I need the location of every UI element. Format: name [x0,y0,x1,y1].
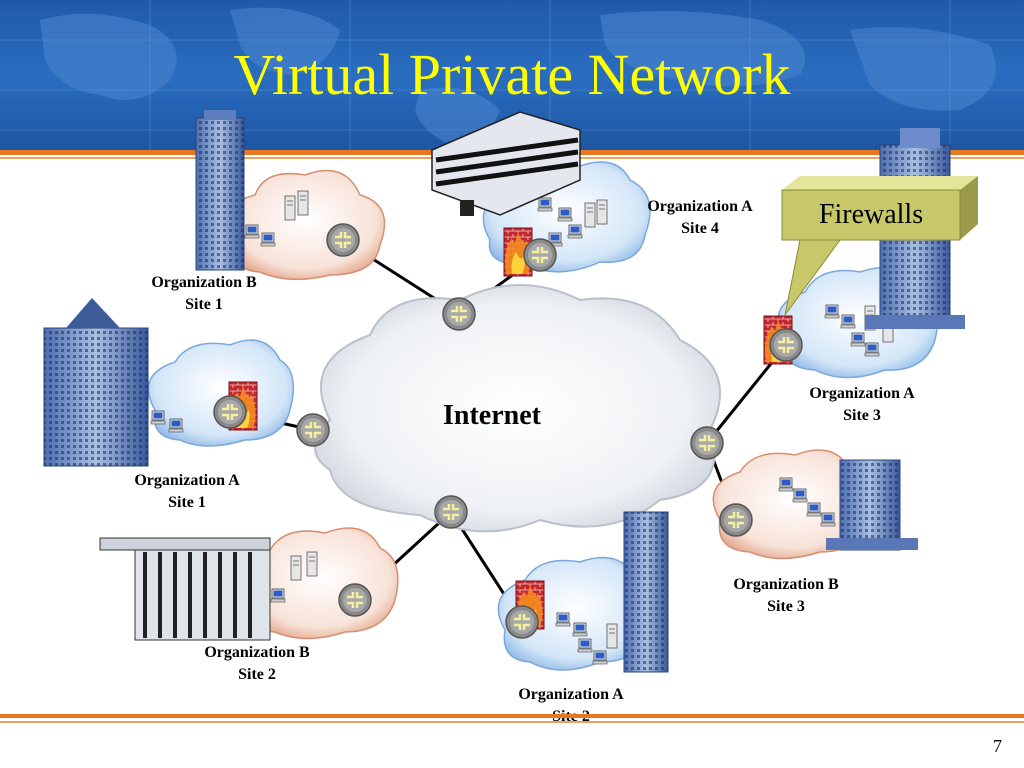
site-name: Site 3 [767,598,805,615]
site-label-org-b-site1: Organization B Site 1 [132,272,276,316]
building-office-org-a-site4 [431,111,581,216]
router-org-a-site4 [522,237,558,273]
router-internet-bottom [433,494,469,530]
router-internet-right [689,425,725,461]
site-org-name: Organization A [134,472,240,489]
site-name: Site 2 [238,666,276,683]
footer-thin-rule [0,721,1024,723]
router-org-b-site2 [337,582,373,618]
router-org-a-site3 [768,327,804,363]
building-tower-org-b-site1 [195,110,245,271]
router-internet-top [441,296,477,332]
building-tower-org-a-site1 [43,298,149,467]
slide-title: Virtual Private Network [233,42,791,107]
page-number: 7 [993,736,1002,756]
site-org-name: Organization B [204,644,310,661]
site-org-name: Organization A [518,686,624,703]
site-name: Site 1 [185,296,223,313]
footer-orange-rule [0,714,1024,718]
router-internet-left [295,412,331,448]
site-name: Site 4 [681,220,719,237]
site-label-org-a-site3: Organization A Site 3 [790,383,934,427]
site-org-name: Organization A [647,198,753,215]
site-name: Site 1 [168,494,206,511]
router-org-a-site1 [212,394,248,430]
site-org-name: Organization A [809,385,915,402]
site-org-name: Organization B [151,274,257,291]
internet-cloud [314,284,721,533]
router-org-b-site3 [718,502,754,538]
site-org-name: Organization B [733,576,839,593]
site-name: Site 3 [843,407,881,424]
router-org-b-site1 [325,222,361,258]
building-tower-org-a-site2 [623,511,669,673]
firewalls-callout-label: Firewalls [818,199,924,230]
firewalls-callout [781,176,978,316]
site-label-org-b-site2: Organization B Site 2 [185,642,329,686]
site-label-org-a-site1: Organization A Site 1 [115,470,259,514]
building-tower-org-b-site3 [826,459,918,551]
site-label-org-a-site4: Organization A Site 4 [628,196,772,240]
building-hotel-org-b-site2 [99,537,271,641]
internet-label: Internet [443,400,541,431]
site-label-org-a-site2: Organization A Site 2 [499,684,643,728]
router-org-a-site2 [504,604,540,640]
site-label-org-b-site3: Organization B Site 3 [714,574,858,618]
